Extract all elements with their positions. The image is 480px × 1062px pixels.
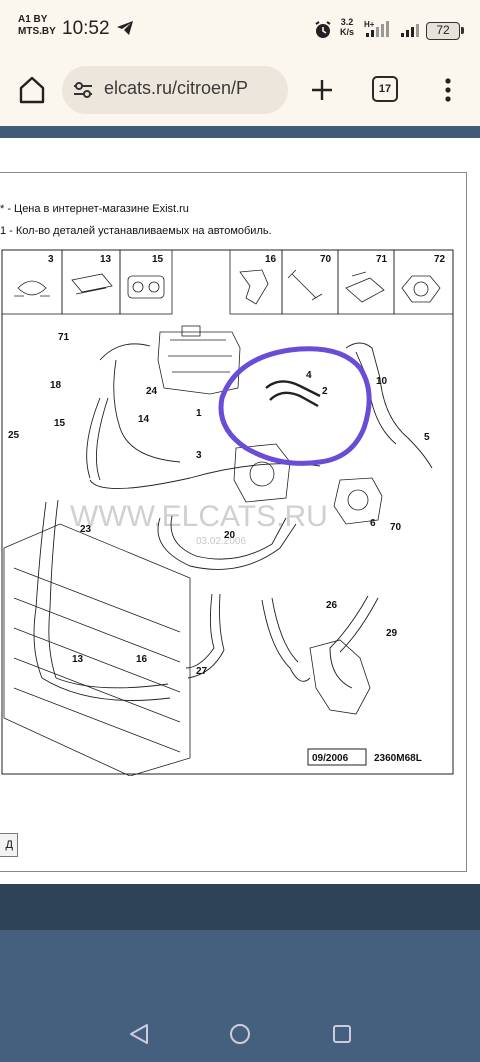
callout-3: 3	[196, 450, 202, 461]
callout-5: 5	[424, 432, 430, 443]
egr-valve	[233, 443, 291, 503]
status-bar: A1 BY MTS.BY 10:52 3.2 K/s H+ 72	[0, 0, 480, 60]
box-label-15: 15	[152, 254, 164, 265]
callout-24: 24	[146, 386, 158, 397]
legend-price-note: * - Цена в интернет-магазине Exist.ru	[0, 203, 189, 215]
clock: 10:52	[62, 18, 110, 39]
top-part-boxes: 3 13 15 16 70 71 72	[1, 249, 454, 315]
battery-indicator: 72	[426, 22, 464, 40]
network-speed: 3.2 K/s	[340, 17, 354, 37]
back-triangle-icon[interactable]	[128, 1022, 150, 1046]
nut-sketch-72	[401, 275, 441, 303]
watermark-date: 03.02.2006	[196, 536, 246, 547]
carrier-line-1: A1 BY	[18, 14, 48, 25]
telegram-send-icon	[117, 21, 133, 35]
submit-button[interactable]: Д	[0, 833, 18, 857]
callout-18: 18	[50, 380, 62, 391]
legend-qty-note: 1 - Кол-во деталей устанавливаемых на ав…	[0, 225, 272, 237]
highlight-circle	[218, 346, 372, 466]
signal-strength-icon: H+	[364, 20, 389, 37]
carrier-line-2: MTS.BY	[18, 26, 56, 37]
recent-apps-icon[interactable]	[332, 1024, 352, 1044]
carrier-label: A1 BY MTS.BY	[18, 14, 56, 38]
parts-diagram[interactable]: 3 13 15 16 70 71 72 WWW.ELCATS.RU 03.02.…	[0, 248, 455, 776]
clip-sketch-71	[345, 271, 385, 303]
callout-labels: 71 18 24 15 14 25 1 3 4 2 10 5 6 70 23 2…	[8, 332, 430, 677]
url-text[interactable]: elcats.ru/citroen/P	[104, 78, 249, 98]
callout-26: 26	[326, 600, 338, 611]
tab-switcher-button[interactable]: 17	[372, 76, 398, 102]
site-footer-dark	[0, 884, 480, 930]
ref-code: 2360M68L	[374, 753, 422, 764]
callout-13: 13	[72, 654, 84, 665]
network-type-label: H+	[364, 20, 375, 29]
callout-4: 4	[306, 370, 312, 381]
clip-sketch-15	[127, 275, 165, 299]
alarm-icon	[315, 21, 331, 38]
address-bar[interactable]: elcats.ru/citroen/P	[62, 66, 288, 114]
new-tab-plus-icon[interactable]	[304, 72, 340, 108]
date-label: 09/2006	[312, 753, 349, 764]
sensor-sketch-16	[239, 269, 269, 305]
callout-15: 15	[54, 418, 66, 429]
date-box	[307, 748, 367, 766]
callout-2: 2	[322, 386, 328, 397]
box-label-16: 16	[265, 254, 277, 265]
diagram-frame	[1, 249, 454, 775]
clip-sketch-3	[14, 280, 50, 297]
signal-strength-icon-2	[401, 24, 419, 37]
site-footer-light	[0, 930, 480, 1062]
legend: * - Цена в интернет-магазине Exist.ru 1 …	[0, 203, 272, 247]
callout-16: 16	[136, 654, 148, 665]
home-circle-icon[interactable]	[228, 1022, 252, 1046]
box-label-72: 72	[434, 254, 446, 265]
site-settings-icon[interactable]	[72, 80, 94, 100]
watermark: WWW.ELCATS.RU	[70, 500, 328, 533]
box-label-70: 70	[320, 254, 332, 265]
outlet-housing	[309, 639, 371, 715]
clip-sketch-13	[71, 273, 113, 295]
callout-71: 71	[58, 332, 70, 343]
callout-29: 29	[386, 628, 398, 639]
site-header-strip	[0, 126, 480, 138]
box-label-71: 71	[376, 254, 388, 265]
callout-10: 10	[376, 376, 388, 387]
content-panel: * - Цена в интернет-магазине Exist.ru 1 …	[0, 172, 467, 872]
callout-23: 23	[80, 524, 92, 535]
network-speed-value: 3.2	[340, 17, 354, 27]
network-speed-unit: K/s	[340, 27, 355, 37]
more-menu-icon[interactable]	[436, 72, 460, 108]
box-label-3: 3	[48, 254, 54, 265]
callout-20: 20	[224, 530, 236, 541]
callout-6: 6	[370, 518, 376, 529]
home-icon[interactable]	[14, 72, 50, 108]
box-label-13: 13	[100, 254, 112, 265]
thermostat-housing	[333, 477, 383, 525]
callout-27: 27	[196, 666, 208, 677]
browser-toolbar: elcats.ru/citroen/P 17	[0, 60, 480, 126]
system-nav-bar	[0, 1006, 480, 1062]
radiator	[3, 523, 191, 776]
callout-25: 25	[8, 430, 20, 441]
callout-70: 70	[390, 522, 402, 533]
callout-14: 14	[138, 414, 150, 425]
callout-1: 1	[196, 408, 202, 419]
bolt-sketch-70	[287, 269, 323, 301]
